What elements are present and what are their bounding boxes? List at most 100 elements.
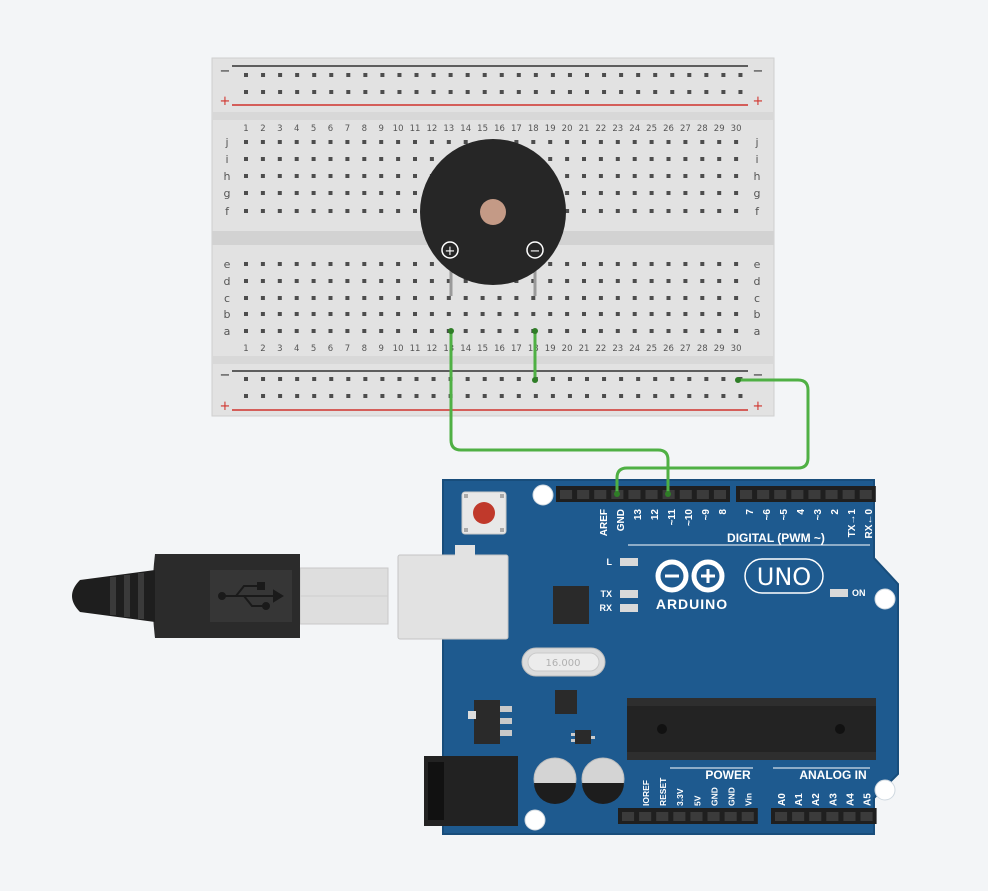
breadboard-hole[interactable] [649,191,654,195]
rail-hole[interactable] [550,73,555,77]
breadboard-hole[interactable] [598,262,603,266]
breadboard-hole[interactable] [362,329,367,333]
breadboard-hole[interactable] [362,174,367,178]
breadboard-hole[interactable] [396,174,401,178]
breadboard-hole[interactable] [615,279,620,283]
breadboard-hole[interactable] [379,191,384,195]
breadboard-hole[interactable] [734,312,739,316]
breadboard-hole[interactable] [244,312,248,316]
reset-button[interactable] [461,491,507,535]
rail-hole[interactable] [619,394,624,398]
breadboard-hole[interactable] [717,329,722,333]
breadboard-hole[interactable] [463,140,468,144]
breadboard-hole[interactable] [666,312,671,316]
breadboard-hole[interactable] [294,191,299,195]
breadboard-hole[interactable] [294,262,299,266]
header-pin-socket[interactable] [808,490,821,499]
header-pin-socket[interactable] [774,490,787,499]
breadboard-hole[interactable] [565,329,570,333]
breadboard-hole[interactable] [734,140,739,144]
header-pin-socket[interactable] [577,490,590,499]
breadboard-hole[interactable] [362,157,367,161]
breadboard-hole[interactable] [649,174,654,178]
breadboard-hole[interactable] [615,312,620,316]
breadboard-hole[interactable] [311,191,316,195]
breadboard-hole[interactable] [700,262,705,266]
breadboard-hole[interactable] [328,262,333,266]
breadboard-hole[interactable] [734,329,739,333]
breadboard-hole[interactable] [514,140,519,144]
header-pin-socket[interactable] [740,490,753,499]
rail-hole[interactable] [448,90,453,94]
rail-hole[interactable] [431,73,436,77]
breadboard-hole[interactable] [463,329,468,333]
breadboard-hole[interactable] [362,262,367,266]
breadboard-hole[interactable] [328,279,333,283]
breadboard-hole[interactable] [632,157,637,161]
breadboard-hole[interactable] [379,174,384,178]
header-pin-socket[interactable] [673,812,686,821]
rail-hole[interactable] [567,394,572,398]
rail-hole[interactable] [704,377,709,381]
breadboard-hole[interactable] [565,312,570,316]
breadboard-hole[interactable] [632,174,637,178]
rail-hole[interactable] [704,394,709,398]
breadboard-hole[interactable] [700,157,705,161]
breadboard-hole[interactable] [582,329,586,333]
rail-hole[interactable] [602,377,607,381]
breadboard-hole[interactable] [345,174,350,178]
rail-hole[interactable] [567,377,572,381]
breadboard-hole[interactable] [429,157,434,161]
breadboard-hole[interactable] [413,174,417,178]
breadboard-hole[interactable] [717,262,722,266]
breadboard-hole[interactable] [244,140,248,144]
rail-hole[interactable] [329,377,334,381]
breadboard-hole[interactable] [531,296,536,300]
wire-ground-rail-to-gnd[interactable] [615,378,810,494]
header-pin-socket[interactable] [713,490,726,499]
rail-hole[interactable] [567,90,572,94]
breadboard[interactable]: − + − + − + − + 112233445566778899101011… [211,57,775,417]
rail-hole[interactable] [244,73,248,77]
breadboard-hole[interactable] [413,262,417,266]
breadboard-hole[interactable] [649,157,654,161]
breadboard-hole[interactable] [277,329,282,333]
breadboard-hole[interactable] [497,296,502,300]
breadboard-hole[interactable] [260,262,265,266]
rail-hole[interactable] [244,377,248,381]
rail-hole[interactable] [312,394,317,398]
breadboard-hole[interactable] [294,209,299,213]
breadboard-hole[interactable] [531,279,536,283]
breadboard-hole[interactable] [582,191,586,195]
breadboard-hole[interactable] [244,296,248,300]
rail-hole[interactable] [397,377,402,381]
rail-hole[interactable] [687,377,692,381]
breadboard-hole[interactable] [700,191,705,195]
breadboard-hole[interactable] [362,209,367,213]
breadboard-hole[interactable] [548,140,553,144]
breadboard-hole[interactable] [632,209,637,213]
breadboard-hole[interactable] [717,191,722,195]
breadboard-hole[interactable] [497,329,502,333]
rail-hole[interactable] [482,90,487,94]
breadboard-hole[interactable] [328,312,333,316]
breadboard-hole[interactable] [244,191,248,195]
rail-hole[interactable] [636,73,641,77]
breadboard-hole[interactable] [666,296,671,300]
breadboard-hole[interactable] [311,174,316,178]
rail-hole[interactable] [414,73,419,77]
breadboard-hole[interactable] [429,279,434,283]
breadboard-hole[interactable] [582,174,586,178]
breadboard-hole[interactable] [345,312,350,316]
breadboard-hole[interactable] [294,174,299,178]
rail-hole[interactable] [533,73,538,77]
breadboard-hole[interactable] [649,279,654,283]
rail-hole[interactable] [346,394,351,398]
breadboard-hole[interactable] [362,279,367,283]
breadboard-hole[interactable] [311,329,316,333]
breadboard-hole[interactable] [379,312,384,316]
breadboard-hole[interactable] [328,296,333,300]
breadboard-hole[interactable] [717,157,722,161]
rail-hole[interactable] [431,377,436,381]
breadboard-hole[interactable] [582,262,586,266]
